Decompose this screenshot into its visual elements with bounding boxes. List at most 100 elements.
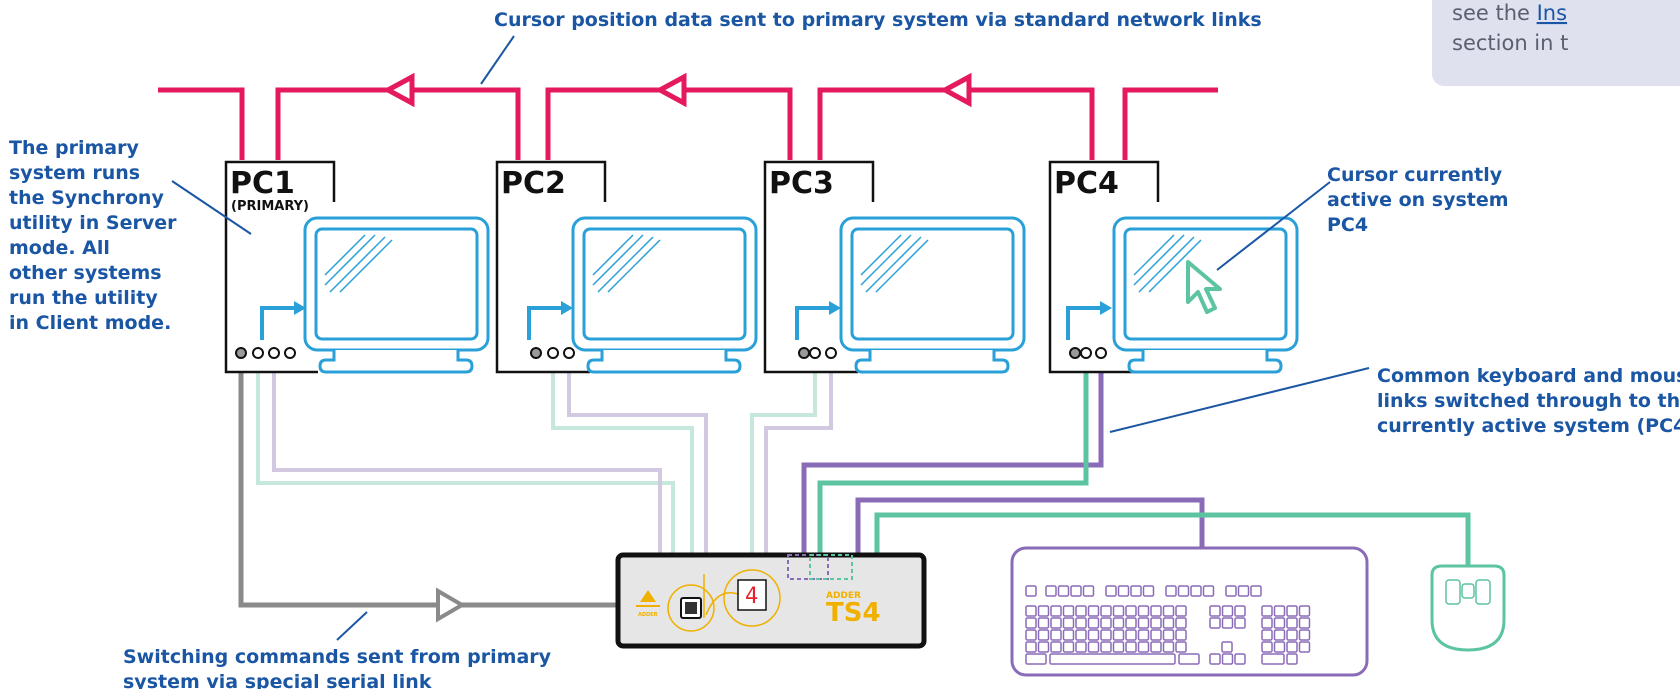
- annotation-cursor-active: Cursor currently active on system PC4: [1327, 164, 1509, 236]
- keyboard-key: [1125, 629, 1137, 641]
- keyboard-key: [1075, 629, 1087, 641]
- keyboard-key: [1273, 641, 1286, 653]
- svg-text:in Client mode.: in Client mode.: [9, 312, 171, 334]
- svg-text:utility in Server: utility in Server: [9, 212, 177, 234]
- keyboard-key: [1049, 653, 1176, 665]
- serial-arrow: [436, 587, 466, 623]
- keyboard-key: [1117, 585, 1130, 597]
- side-note: see the Ins section in t: [1432, 0, 1680, 86]
- keyboard-key: [1237, 585, 1250, 597]
- keyboard-key: [1221, 605, 1234, 617]
- keyboard-key: [1100, 641, 1112, 653]
- active-cables: [801, 353, 1471, 575]
- keyboard-key: [1150, 629, 1162, 641]
- keyboard-key: [1286, 641, 1298, 653]
- keyboard-key: [1273, 617, 1286, 629]
- keyboard-key: [1234, 617, 1246, 629]
- keyboard-key: [1070, 585, 1082, 597]
- monitor-pc2: [571, 216, 758, 374]
- svg-text:active on system: active on system: [1327, 189, 1509, 211]
- keyboard-key: [1261, 629, 1273, 641]
- pc1-label: PC1: [230, 166, 295, 201]
- annotation-common-links: Common keyboard and mouse links switched…: [1377, 365, 1680, 437]
- monitor-pc1: [303, 216, 490, 374]
- keyboard-key: [1225, 585, 1237, 597]
- keyboard-key: [1075, 617, 1087, 629]
- svg-text:Common keyboard and mouse: Common keyboard and mouse: [1377, 365, 1680, 387]
- keyboard-key: [1037, 617, 1050, 629]
- keyboard-key: [1025, 605, 1037, 617]
- side-note-line2: section in t: [1452, 31, 1568, 55]
- brand-label: ADDER: [826, 591, 861, 601]
- keyboard-key: [1273, 605, 1286, 617]
- video-arrowheads: [294, 301, 1112, 315]
- svg-text:run the utility: run the utility: [9, 287, 158, 309]
- keyboard-key: [1209, 605, 1221, 617]
- keyboard-key: [1175, 629, 1187, 641]
- keyboard-key: [1162, 641, 1175, 653]
- ts4-switch: 4 ADDER TS4 ADDER: [615, 552, 927, 649]
- keyboard-key: [1137, 605, 1150, 617]
- svg-text:system runs: system runs: [9, 162, 140, 184]
- network-links: [158, 72, 1218, 160]
- keyboard-key: [1137, 629, 1150, 641]
- keyboard-key: [1286, 617, 1298, 629]
- keyboard-key: [1125, 605, 1137, 617]
- keyboard-key: [1050, 641, 1062, 653]
- keyboard-key: [1175, 617, 1187, 629]
- keyboard-key: [1162, 605, 1175, 617]
- adder-logo: ADDER: [636, 590, 660, 618]
- svg-text:ADDER: ADDER: [638, 612, 658, 618]
- keyboard-key: [1234, 605, 1246, 617]
- svg-text:The primary: The primary: [9, 137, 139, 159]
- keyboard-key: [1100, 617, 1112, 629]
- video-links: [260, 306, 1106, 340]
- pc2-label: PC2: [501, 166, 566, 201]
- svg-text:the Synchrony: the Synchrony: [9, 187, 164, 209]
- svg-text:PC4: PC4: [1327, 214, 1368, 236]
- annotation-top: Cursor position data sent to primary sys…: [494, 9, 1262, 31]
- svg-text:links switched through to the: links switched through to the: [1377, 390, 1680, 412]
- keyboard-key: [1137, 617, 1150, 629]
- keyboard-key: [1165, 585, 1177, 597]
- digit-display: [737, 579, 767, 611]
- keyboard-port: [252, 347, 264, 359]
- keyboard-key: [1025, 653, 1047, 665]
- keyboard-key: [1261, 641, 1273, 653]
- serial-port: [235, 347, 247, 359]
- side-note-link[interactable]: Ins: [1537, 1, 1567, 25]
- svg-text:other systems: other systems: [9, 262, 162, 284]
- keyboard-key: [1125, 641, 1137, 653]
- keyboard-key: [1273, 629, 1286, 641]
- callout-lines: [171, 35, 1370, 641]
- keyboard-key: [1261, 617, 1273, 629]
- keyboard-key: [1202, 585, 1215, 597]
- pc-ports: [235, 347, 1107, 359]
- keyboard-key: [1112, 641, 1125, 653]
- monitor-pc3: [839, 216, 1026, 374]
- keyboard-key: [1045, 585, 1057, 597]
- keyboard-key: [1150, 617, 1162, 629]
- digit-value: 4: [745, 584, 758, 609]
- keyboard-key: [1025, 641, 1037, 653]
- svg-text:currently active system (PC4): currently active system (PC4): [1377, 415, 1680, 437]
- keyboard-key: [1221, 617, 1234, 629]
- keyboard-key: [1221, 641, 1233, 653]
- model-label: TS4: [826, 598, 881, 628]
- inactive-cables: [256, 353, 833, 560]
- annotation-primary: The primary system runs the Synchrony ut…: [9, 137, 177, 334]
- pc4-label: PC4: [1054, 166, 1119, 201]
- svg-text:Cursor currently: Cursor currently: [1327, 164, 1503, 186]
- svg-text:Switching commands sent from p: Switching commands sent from primary: [123, 646, 552, 668]
- keyboard-key: [1037, 605, 1050, 617]
- keyboard-key: [1298, 605, 1311, 617]
- keyboard-key: [1137, 641, 1150, 653]
- keyboard-key: [1209, 653, 1221, 665]
- keyboard-key: [1075, 605, 1087, 617]
- keyboard-key: [1075, 641, 1087, 653]
- keyboard-key: [1234, 653, 1246, 665]
- network-arrow: [654, 72, 687, 108]
- keyboard-key: [1130, 585, 1142, 597]
- keyboard-key: [1298, 641, 1311, 653]
- keyboard-key: [1250, 585, 1262, 597]
